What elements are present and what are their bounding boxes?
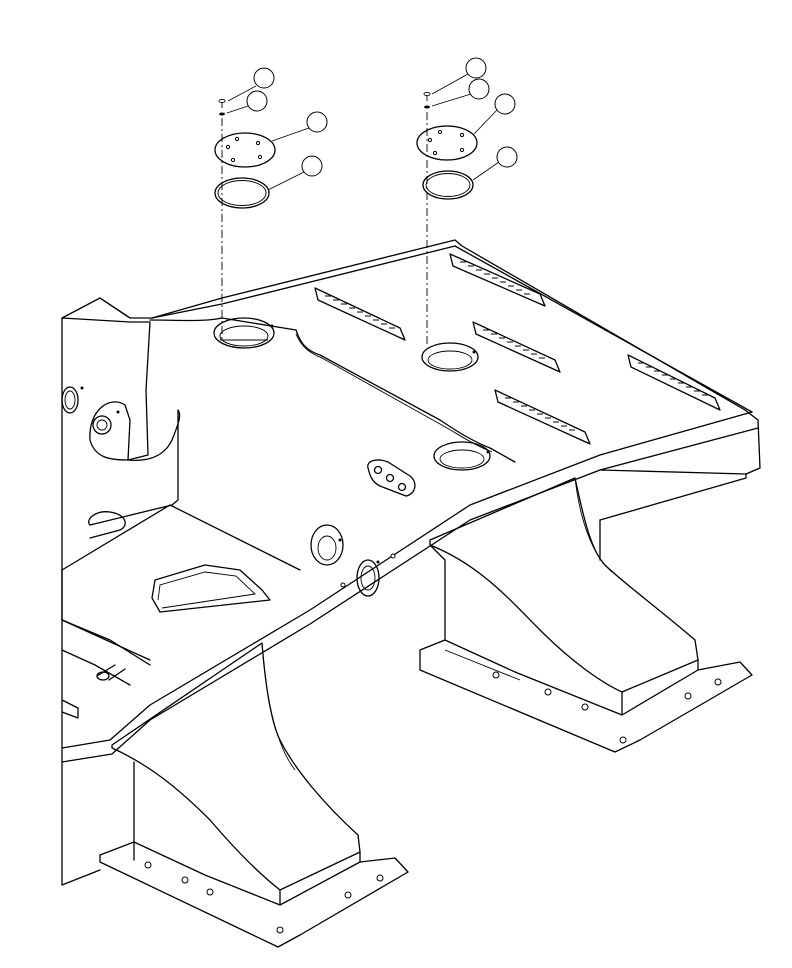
mount-hole <box>61 386 79 414</box>
mounting-flange <box>419 639 753 753</box>
callout-bubble[interactable] <box>472 146 518 181</box>
washer-icon <box>219 112 225 116</box>
right-cover-assembly <box>416 91 478 345</box>
callout-bubble[interactable] <box>431 57 487 95</box>
left-cover-assembly <box>214 98 276 340</box>
cover-plate <box>416 125 478 161</box>
slotted-rail <box>314 287 406 341</box>
callout-bubble[interactable] <box>431 78 490 107</box>
callouts <box>226 57 518 191</box>
mount-hole <box>356 559 380 597</box>
mounting-flange <box>99 841 409 948</box>
left-mount-bracket <box>99 642 409 948</box>
slotted-rail <box>627 354 721 411</box>
floor-cutout <box>151 564 271 613</box>
deck-opening <box>433 441 491 471</box>
front-cross-beam <box>61 411 753 749</box>
callout-bubble[interactable] <box>271 111 328 142</box>
deck-opening <box>421 342 479 372</box>
callout-bubble[interactable] <box>227 67 275 102</box>
left-side-plate <box>61 317 101 886</box>
callout-bubble[interactable] <box>267 155 323 191</box>
mount-hole <box>310 524 344 566</box>
gasket-ring <box>214 177 270 209</box>
gasket-ring <box>422 170 474 200</box>
callout-bubble[interactable] <box>226 90 268 114</box>
slotted-rail <box>472 321 561 373</box>
right-mount-bracket <box>419 477 753 753</box>
bolt-icon <box>218 98 226 108</box>
main-frame <box>61 239 761 886</box>
bolt-fitting <box>367 459 416 497</box>
bolt-icon <box>423 91 431 101</box>
bolt-marks <box>80 324 490 564</box>
callout-bubble[interactable] <box>473 93 516 135</box>
slotted-rail <box>494 389 591 445</box>
washer-icon <box>424 105 430 109</box>
pin <box>96 664 126 681</box>
deck-opening <box>213 317 275 349</box>
cover-plate <box>214 132 276 168</box>
slotted-rail <box>449 253 546 307</box>
